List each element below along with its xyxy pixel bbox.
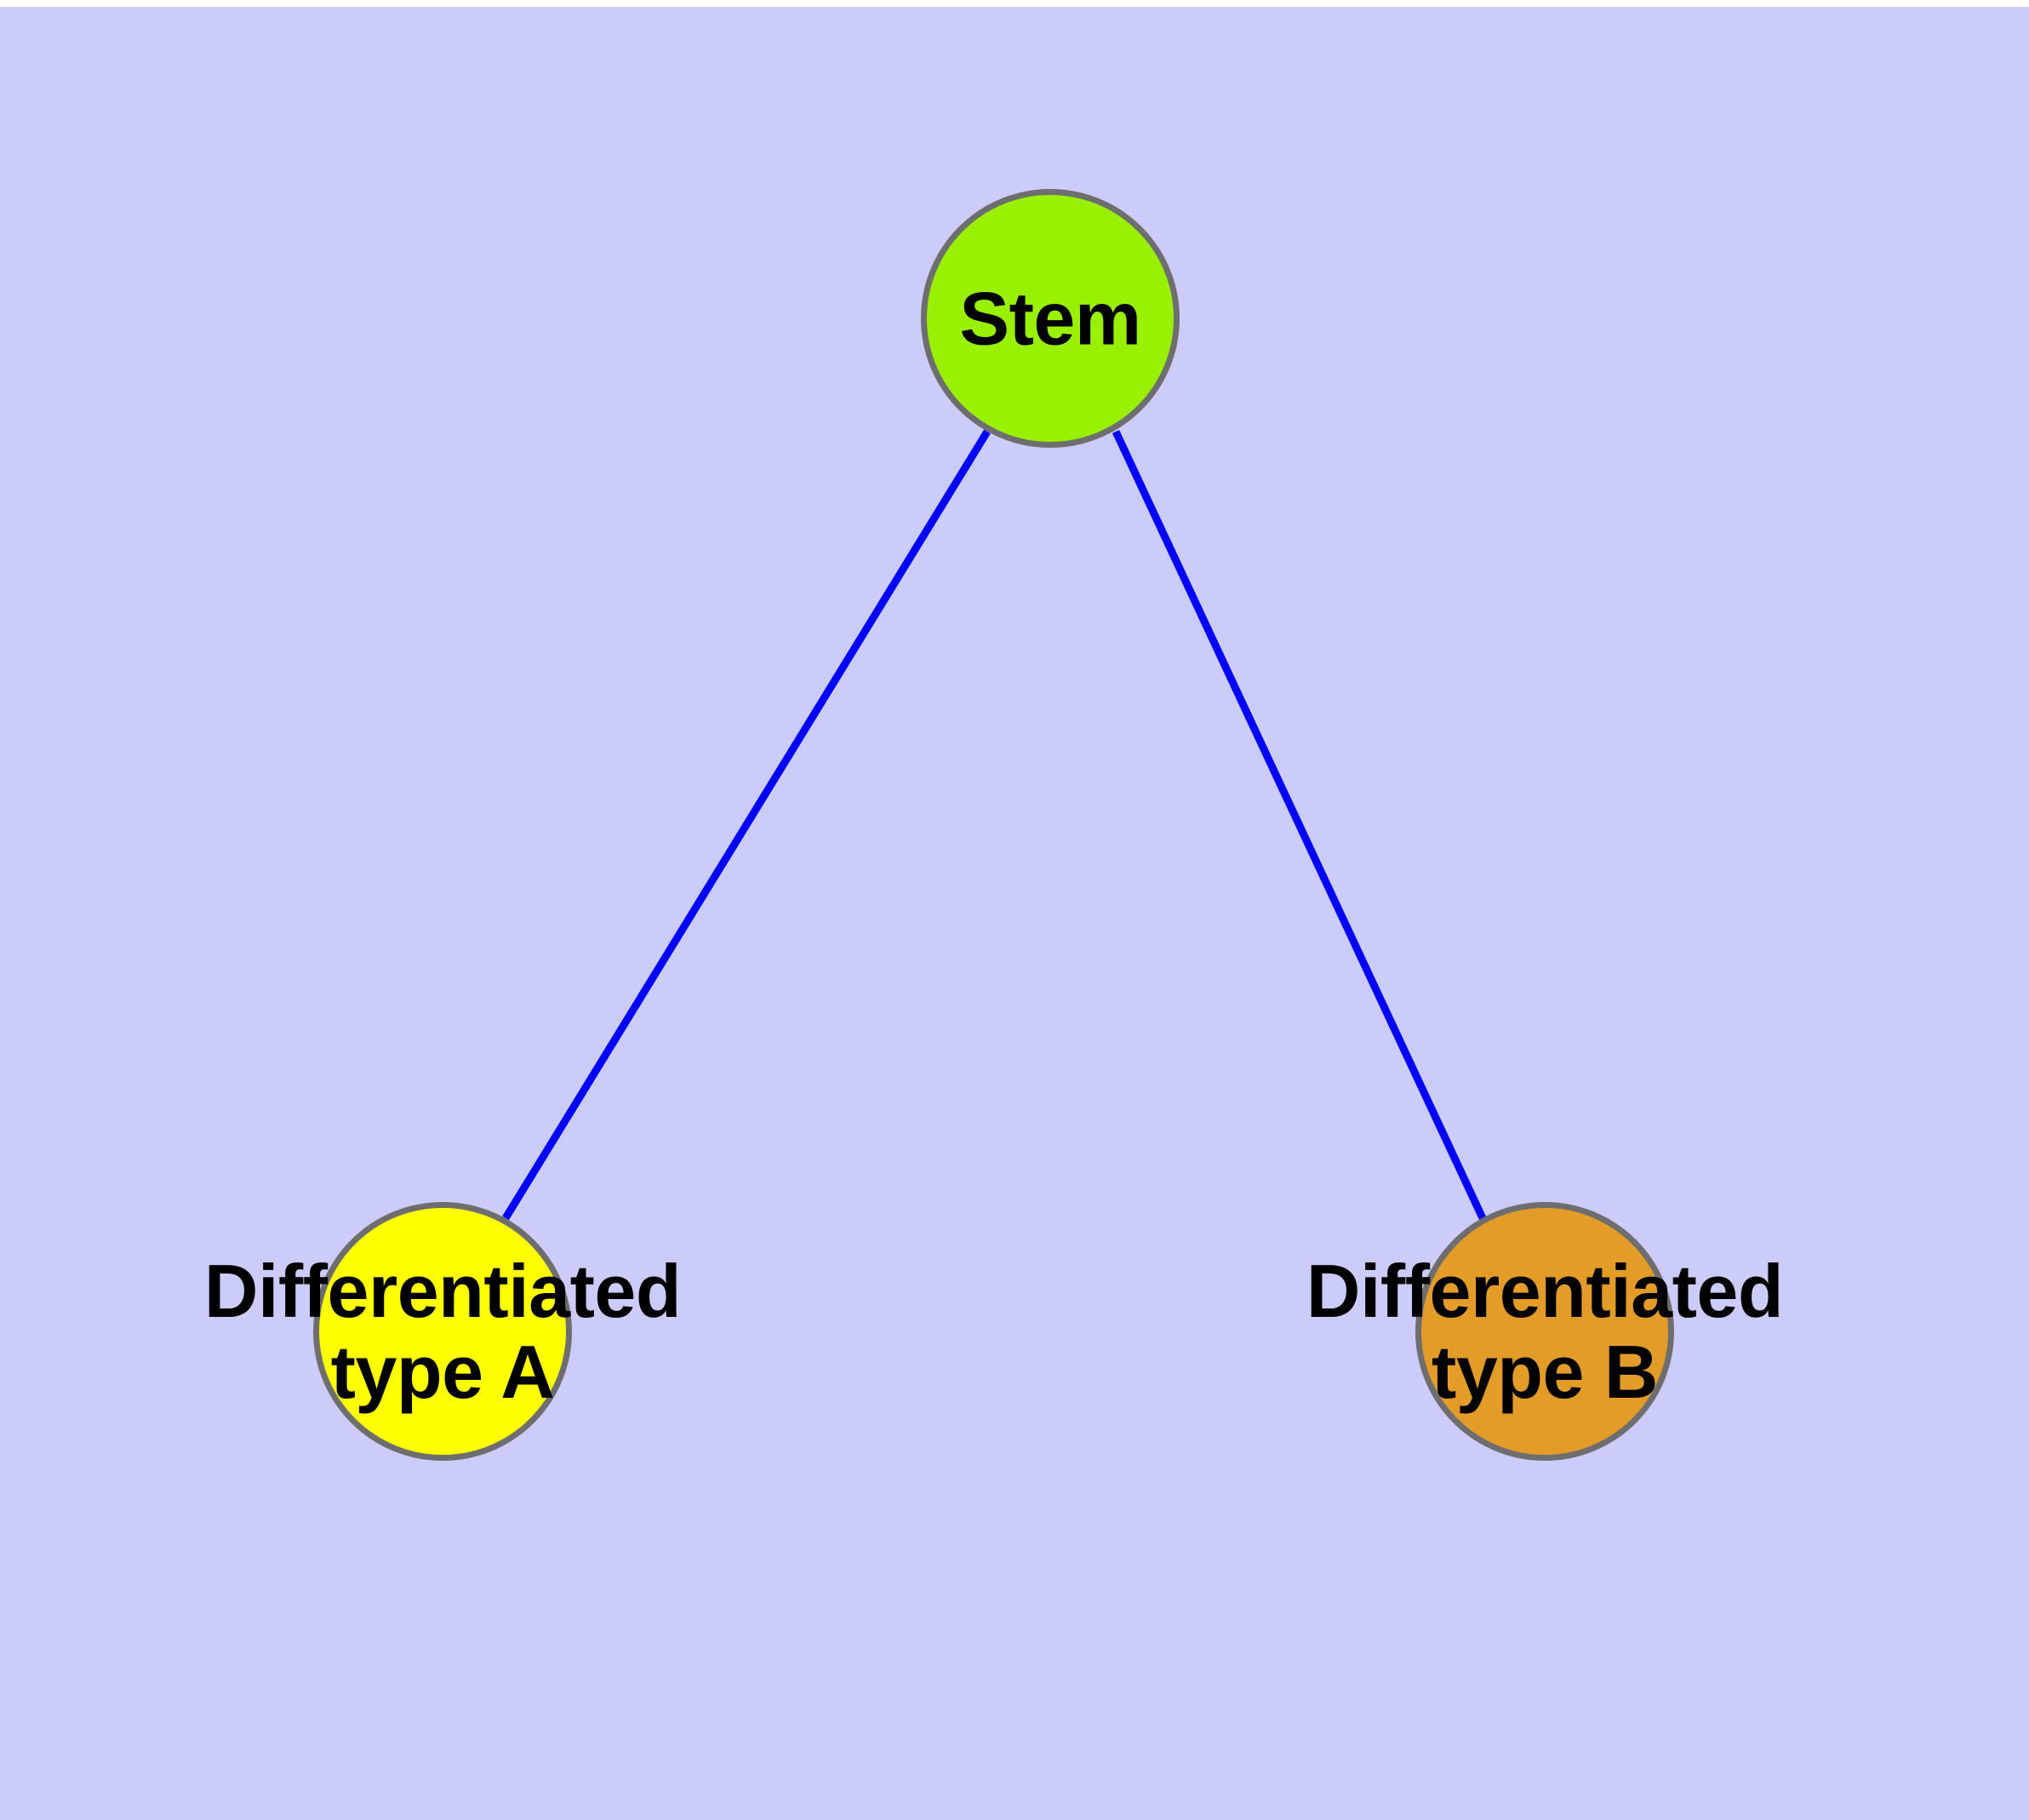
edge-stem-to-differentiated-type-a[interactable]	[502, 429, 991, 1221]
node-differentiated-type-b[interactable]: Differentiated type B	[1306, 1202, 1784, 1461]
edge-stem-to-differentiated-type-b[interactable]	[1112, 430, 1487, 1220]
node-differentiated-type-a[interactable]: Differentiated type A	[204, 1202, 682, 1461]
node-stem-label: Stem	[959, 276, 1141, 361]
node-stem[interactable]: Stem	[921, 189, 1180, 448]
